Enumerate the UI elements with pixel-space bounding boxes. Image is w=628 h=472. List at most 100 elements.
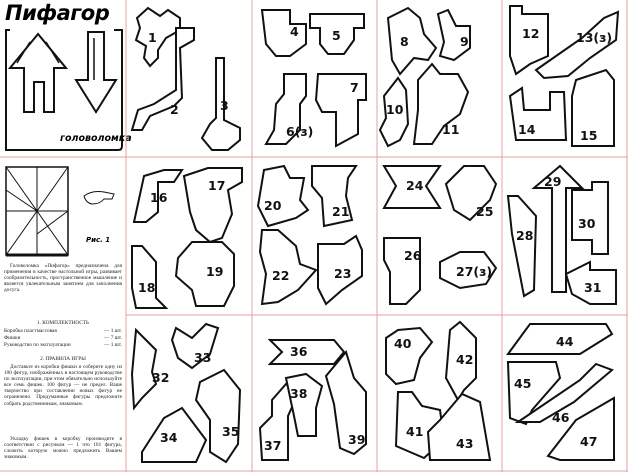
puzzle-shape-45[interactable] [506,361,562,426]
puzzle-label-42: 42 [456,352,473,367]
puzzle-shape-8[interactable] [386,6,438,76]
puzzle-label-33: 33 [194,350,211,365]
puzzle-label-21: 21 [332,204,349,219]
puzzle-shape-33[interactable] [170,322,220,370]
puzzle-shape-43[interactable] [426,392,492,461]
puzzle-shape-44[interactable] [506,323,614,355]
puzzle-shape-3[interactable] [200,57,241,151]
puzzle-label-36: 36 [290,344,308,359]
puzzle-label-1: 1 [148,30,157,45]
puzzle-shape-46[interactable] [514,362,614,423]
puzzle-label-7: 7 [350,80,359,95]
puzzle-label-9: 9 [460,34,469,49]
puzzle-label-13: 13(з) [576,30,612,45]
puzzle-shape-47[interactable] [546,396,615,461]
puzzle-label-43: 43 [456,436,473,451]
puzzle-shape-32[interactable] [130,327,158,411]
section-rules-title: 2. ПРАВИЛА ИГРЫ [40,356,86,362]
figure-label: Рис. 1 [86,236,111,244]
puzzle-label-39: 39 [348,432,365,447]
puzzle-label-40: 40 [394,336,412,351]
puzzle-shape-11[interactable] [412,62,470,145]
puzzle-shape-22[interactable] [258,229,318,306]
app-subtitle: головоломка [60,133,132,144]
puzzle-label-22: 22 [272,268,289,283]
puzzle-shape-18[interactable] [131,245,169,309]
puzzle-shape-2[interactable] [130,27,195,131]
puzzle-label-26: 26 [404,248,422,263]
puzzle-label-34: 34 [160,430,178,445]
puzzle-label-31: 31 [584,280,601,295]
puzzle-label-35: 35 [222,424,239,439]
puzzle-shape-14[interactable] [508,86,568,141]
puzzle-shape-42[interactable] [444,320,477,403]
puzzle-shape-28[interactable] [506,195,538,298]
puzzle-shape-27[interactable] [439,251,498,290]
list-item: Руководство по эксплуатации— 1 шт. [4,342,122,348]
puzzle-label-12: 12 [522,26,539,41]
puzzle-label-16: 16 [150,190,168,205]
puzzle-label-4: 4 [290,24,299,39]
puzzle-label-27: 27(з) [456,264,492,279]
puzzle-shape-26[interactable] [383,237,421,305]
puzzle-shape-20[interactable] [256,164,310,228]
puzzle-shape-24[interactable] [382,165,442,209]
puzzle-shape-5[interactable] [309,13,365,55]
puzzle-shape-19[interactable] [174,241,235,307]
intro-text: Головоломка «Пифагор» предназначена для … [4,263,122,294]
puzzle-shape-4[interactable] [260,9,307,57]
puzzle-label-25: 25 [476,204,493,219]
puzzle-shape-13[interactable] [534,10,620,80]
puzzle-shape-31[interactable] [564,260,617,305]
puzzle-shape-34[interactable] [141,406,208,463]
puzzle-label-23: 23 [334,266,351,281]
puzzle-label-15: 15 [580,128,597,143]
puzzle-shape-25[interactable] [444,165,498,222]
puzzle-shape-6[interactable] [264,73,307,145]
puzzle-label-17: 17 [208,178,225,193]
puzzle-label-38: 38 [290,386,307,401]
puzzle-shape-38[interactable] [284,372,324,437]
section-completeness-title: 1. КОМПЛЕКТНОСТЬ [36,320,90,326]
puzzle-label-41: 41 [406,424,423,439]
puzzle-shape-23[interactable] [317,234,363,306]
puzzle-label-6: 6(з) [286,124,313,139]
puzzle-labels: 1 2 3 4 5 6(з) 7 8 9 10 11 12 13(з) 14 1… [138,24,612,453]
puzzle-shape-16[interactable] [132,169,184,223]
puzzle-label-37: 37 [264,438,281,453]
puzzle-shape-10[interactable] [378,76,410,148]
puzzle-label-45: 45 [514,376,531,391]
puzzle-label-47: 47 [580,434,597,449]
puzzle-shape-30[interactable] [571,181,609,255]
puzzle-label-24: 24 [406,178,424,193]
info-panel: Пифагор головоломка Рис. 1 Головоломка «… [0,0,132,472]
puzzle-label-20: 20 [264,198,282,213]
storage-text: Укладку фишек в коробку производите в со… [4,436,122,461]
puzzle-label-30: 30 [578,216,596,231]
logo-art [5,29,123,257]
puzzle-shape-36[interactable] [267,339,346,365]
puzzle-shape-35[interactable] [194,368,242,464]
puzzle-label-10: 10 [386,102,404,117]
puzzle-label-11: 11 [442,122,459,137]
puzzle-shape-15[interactable] [571,68,615,147]
puzzle-shape-40[interactable] [385,326,434,386]
app-title: Пифагор [5,1,110,25]
puzzle-label-18: 18 [138,280,155,295]
puzzle-shape-21[interactable] [311,165,358,228]
puzzle-shape-29[interactable] [531,164,585,293]
puzzle-label-14: 14 [518,122,536,137]
puzzle-shape-1[interactable] [134,6,181,68]
puzzle-shape-17[interactable] [182,167,243,244]
puzzle-label-5: 5 [332,28,341,43]
puzzle-shape-12[interactable] [509,5,549,76]
puzzle-shape-7[interactable] [314,73,367,148]
puzzle-shape-39[interactable] [324,349,367,456]
puzzle-label-32: 32 [152,370,169,385]
puzzle-label-46: 46 [552,410,570,425]
list-item: Фишки— 7 шт. [4,335,122,341]
puzzle-shape-9[interactable] [436,8,471,62]
puzzle-label-44: 44 [556,334,574,349]
